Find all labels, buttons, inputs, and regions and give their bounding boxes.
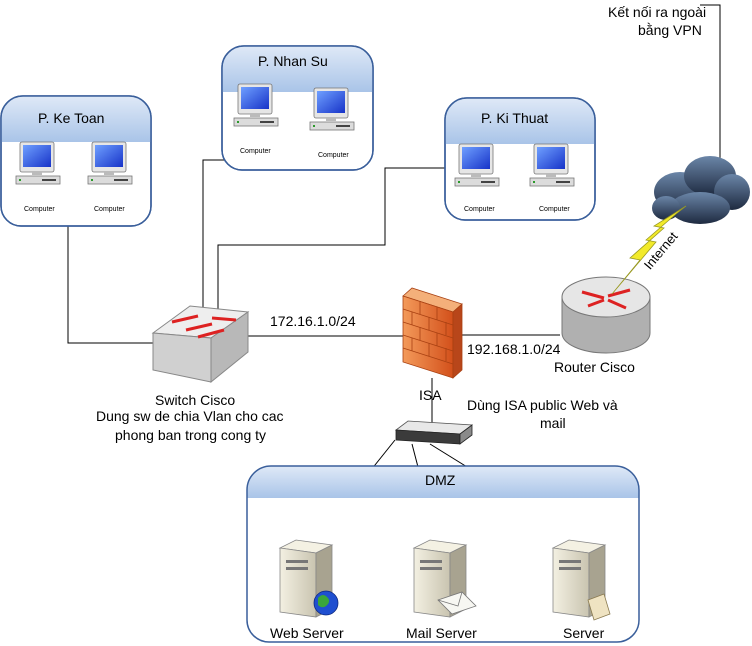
hub-icon <box>394 420 474 445</box>
web-server-label: Web Server <box>270 625 344 641</box>
lightning-icon <box>611 205 687 295</box>
group-ke-toan <box>0 95 152 227</box>
group-ki-thuat <box>444 97 596 221</box>
computer-label: Computer <box>318 152 349 159</box>
subnet-isa-router: 192.168.1.0/24 <box>467 341 561 357</box>
switch-note-line2: phong ban trong cong ty <box>115 427 267 443</box>
subnet-switch-isa: 172.16.1.0/24 <box>270 313 356 329</box>
group-title-ke-toan: P. Ke Toan <box>38 110 105 126</box>
group-nhan-su <box>221 45 374 171</box>
mail-server-label: Mail Server <box>406 625 477 641</box>
link-kithuat-switch <box>217 167 445 310</box>
group-title-dmz: DMZ <box>425 472 456 488</box>
switch-note-line1: Dung sw de chia Vlan cho cac <box>96 408 284 424</box>
vpn-note-line1: Kết nối ra ngoài <box>608 4 707 20</box>
router-name: Router Cisco <box>554 359 635 375</box>
server-icon <box>551 539 611 621</box>
link-ketoan-switch <box>67 226 153 344</box>
vpn-note-line2: bằng VPN <box>638 22 702 38</box>
isa-name: ISA <box>419 387 442 403</box>
web-server-icon <box>278 539 339 618</box>
group-title-nhan-su: P. Nhan Su <box>258 53 328 69</box>
connection-lines <box>67 4 721 541</box>
computer-label: Computer <box>539 206 570 213</box>
switch-name: Switch Cisco <box>155 392 236 408</box>
router-icon <box>561 276 651 354</box>
link-cloud-vpn <box>700 4 721 170</box>
link-nhansu-switch <box>202 159 232 313</box>
computer-label: Computer <box>24 206 55 213</box>
computer-label: Computer <box>240 148 271 155</box>
switch-icon <box>151 305 250 384</box>
mail-server-icon <box>412 539 477 618</box>
group-title-ki-thuat: P. Ki Thuat <box>481 110 549 126</box>
computer-label: Computer <box>464 206 495 213</box>
isa-note-line1: Dùng ISA public Web và <box>467 397 618 413</box>
server-label: Server <box>563 625 605 641</box>
computer-label: Computer <box>94 206 125 213</box>
cloud-icon <box>652 156 750 224</box>
firewall-isa-icon <box>402 287 463 379</box>
isa-note-line2: mail <box>540 415 566 431</box>
